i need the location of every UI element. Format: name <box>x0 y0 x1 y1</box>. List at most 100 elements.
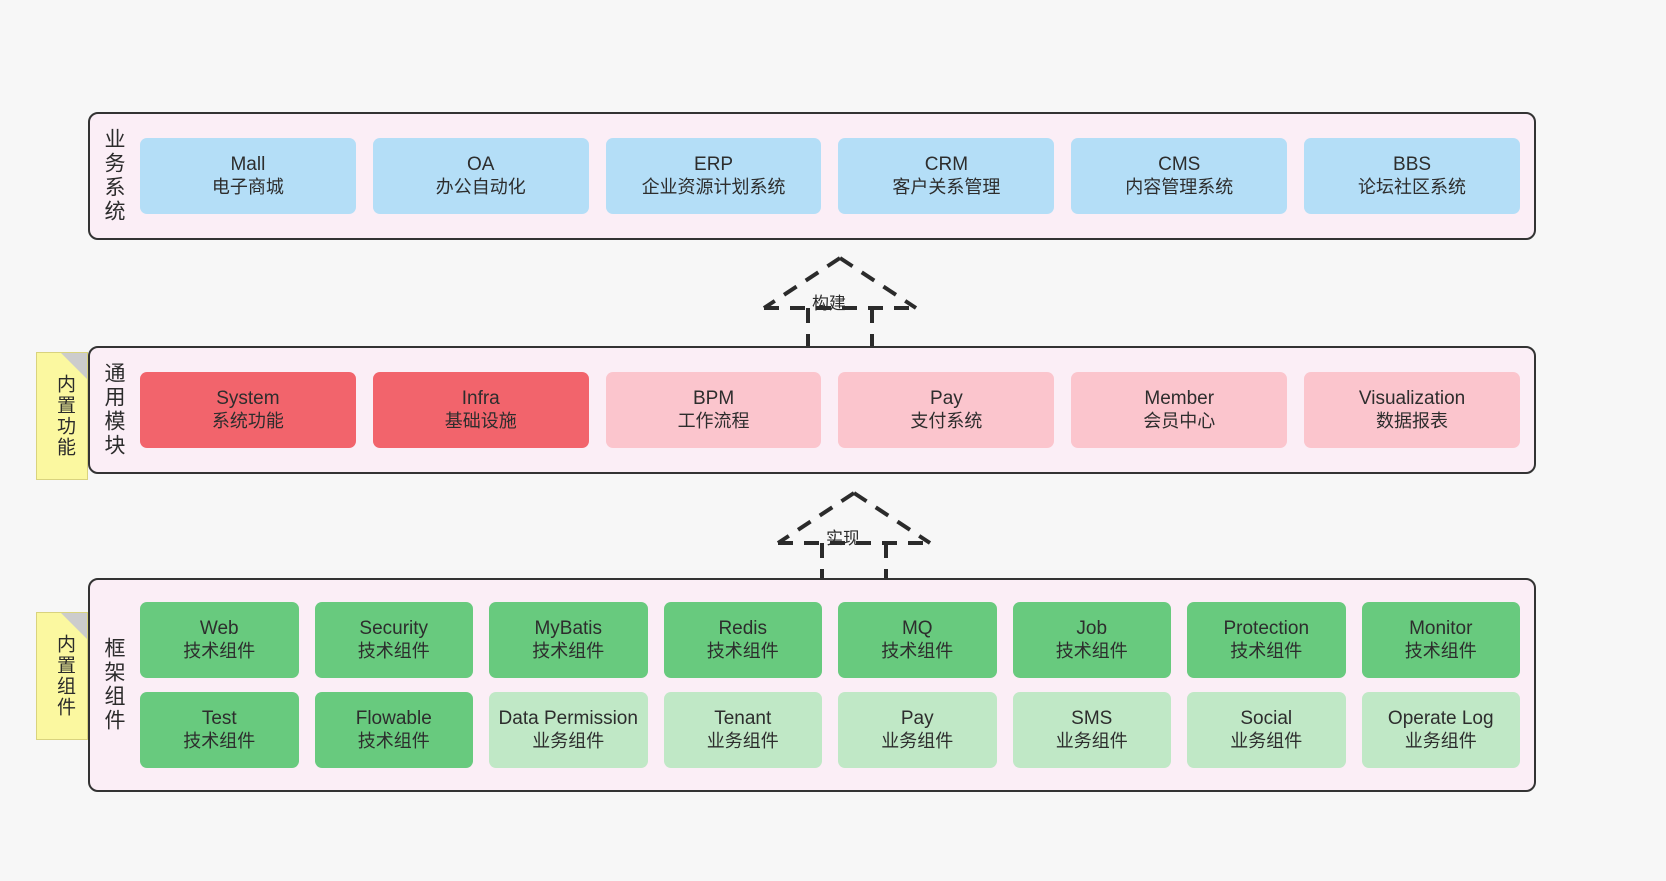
box-web[interactable]: Web 技术组件 <box>140 602 299 678</box>
box-title-en: Operate Log <box>1387 708 1494 730</box>
box-title-cn: 技术组件 <box>357 730 430 751</box>
box-protection[interactable]: Protection 技术组件 <box>1187 602 1346 678</box>
framework-business-row: Test 技术组件 Flowable 技术组件 Data Permission … <box>140 692 1520 768</box>
box-title-cn: 企业资源计划系统 <box>641 176 786 197</box>
box-title-en: Tenant <box>714 708 772 730</box>
box-mybatis[interactable]: MyBatis 技术组件 <box>489 602 648 678</box>
box-visualization[interactable]: Visualization 数据报表 <box>1304 372 1520 448</box>
box-mq[interactable]: MQ 技术组件 <box>838 602 997 678</box>
box-title-en: CMS <box>1158 154 1201 176</box>
box-title-en: Data Permission <box>498 708 638 730</box>
box-title-en: Monitor <box>1409 618 1473 640</box>
sticky-note-builtin-function: 内置功能 <box>36 352 88 480</box>
box-title-cn: 业务组件 <box>706 730 779 751</box>
box-pay-component[interactable]: Pay 业务组件 <box>838 692 997 768</box>
box-operate-log[interactable]: Operate Log 业务组件 <box>1361 692 1520 768</box>
box-member[interactable]: Member 会员中心 <box>1071 372 1288 448</box>
box-title-en: BBS <box>1393 154 1432 176</box>
box-title-en: ERP <box>694 154 734 176</box>
layer-body-framework-component: Web 技术组件 Security 技术组件 MyBatis 技术组件 Redi… <box>136 580 1534 790</box>
connector-build: 构建 <box>752 252 932 350</box>
box-title-cn: 支付系统 <box>910 410 983 431</box>
framework-tech-row: Web 技术组件 Security 技术组件 MyBatis 技术组件 Redi… <box>140 602 1520 678</box>
layer-common-module: 通用模块 System 系统功能 Infra 基础设施 BPM 工作流程 Pay… <box>88 346 1536 474</box>
box-cms[interactable]: CMS 内容管理系统 <box>1071 138 1288 214</box>
box-title-en: Redis <box>718 618 768 640</box>
box-title-en: System <box>216 388 280 410</box>
box-title-cn: 技术组件 <box>357 640 430 661</box>
box-title-cn: 业务组件 <box>881 730 954 751</box>
box-title-cn: 技术组件 <box>1404 640 1477 661</box>
folded-corner-icon <box>61 613 87 639</box>
box-system[interactable]: System 系统功能 <box>140 372 356 448</box>
layer-body-business-system: Mall 电子商城 OA 办公自动化 ERP 企业资源计划系统 CRM 客户关系… <box>136 114 1534 238</box>
box-title-cn: 业务组件 <box>532 730 605 751</box>
box-title-en: OA <box>467 154 495 176</box>
box-test[interactable]: Test 技术组件 <box>140 692 299 768</box>
sticky-note-label: 内置功能 <box>53 374 75 458</box>
box-title-cn: 系统功能 <box>211 410 284 431</box>
box-title-cn: 内容管理系统 <box>1125 176 1234 197</box>
box-title-cn: 会员中心 <box>1143 410 1216 431</box>
box-title-en: Flowable <box>355 708 432 730</box>
connector-implement: 实现 <box>766 487 946 585</box>
box-title-cn: 业务组件 <box>1404 730 1477 751</box>
box-title-en: MyBatis <box>534 618 603 640</box>
layer-business-system: 业务系统 Mall 电子商城 OA 办公自动化 ERP 企业资源计划系统 CRM… <box>88 112 1536 240</box>
box-crm[interactable]: CRM 客户关系管理 <box>838 138 1055 214</box>
layer-body-common-module: System 系统功能 Infra 基础设施 BPM 工作流程 Pay 支付系统… <box>136 348 1534 472</box>
box-title-en: Infra <box>461 388 500 410</box>
folded-corner-icon <box>61 353 87 379</box>
layer-title-common-module: 通用模块 <box>102 362 126 458</box>
box-data-permission[interactable]: Data Permission 业务组件 <box>489 692 648 768</box>
box-title-cn: 技术组件 <box>706 640 779 661</box>
box-flowable[interactable]: Flowable 技术组件 <box>314 692 473 768</box>
connector-build-label: 构建 <box>812 294 846 313</box>
box-title-cn: 论坛社区系统 <box>1358 176 1467 197</box>
box-title-en: Protection <box>1223 618 1310 640</box>
box-monitor[interactable]: Monitor 技术组件 <box>1361 602 1520 678</box>
box-title-en: Pay <box>900 708 934 730</box>
box-title-cn: 基础设施 <box>444 410 517 431</box>
connector-implement-label: 实现 <box>826 529 860 548</box>
box-pay-module[interactable]: Pay 支付系统 <box>838 372 1055 448</box>
box-title-cn: 业务组件 <box>1055 730 1128 751</box>
box-title-cn: 技术组件 <box>1055 640 1128 661</box>
box-title-cn: 技术组件 <box>183 640 256 661</box>
box-title-cn: 技术组件 <box>183 730 256 751</box>
box-title-en: Visualization <box>1358 388 1466 410</box>
box-title-en: BPM <box>692 388 735 410</box>
box-title-cn: 技术组件 <box>1230 640 1303 661</box>
box-infra[interactable]: Infra 基础设施 <box>372 372 589 448</box>
box-title-cn: 工作流程 <box>677 410 750 431</box>
box-redis[interactable]: Redis 技术组件 <box>663 602 822 678</box>
box-title-en: CRM <box>924 154 969 176</box>
box-title-en: Member <box>1144 388 1215 410</box>
box-social[interactable]: Social 业务组件 <box>1187 692 1346 768</box>
box-mall[interactable]: Mall 电子商城 <box>140 138 356 214</box>
box-job[interactable]: Job 技术组件 <box>1012 602 1171 678</box>
sticky-note-builtin-component: 内置组件 <box>36 612 88 740</box>
box-title-en: SMS <box>1071 708 1113 730</box>
box-title-en: Pay <box>930 388 963 410</box>
box-bpm[interactable]: BPM 工作流程 <box>605 372 822 448</box>
box-title-cn: 技术组件 <box>881 640 954 661</box>
layer-framework-component: 框架组件 Web 技术组件 Security 技术组件 MyBatis 技术组件… <box>88 578 1536 792</box>
layer-title-framework-component: 框架组件 <box>102 637 126 733</box>
box-title-en: Social <box>1240 708 1293 730</box>
box-sms[interactable]: SMS 业务组件 <box>1012 692 1171 768</box>
box-oa[interactable]: OA 办公自动化 <box>372 138 589 214</box>
box-security[interactable]: Security 技术组件 <box>314 602 473 678</box>
box-bbs[interactable]: BBS 论坛社区系统 <box>1304 138 1520 214</box>
box-title-cn: 业务组件 <box>1230 730 1303 751</box>
box-title-en: Job <box>1076 618 1108 640</box>
box-erp[interactable]: ERP 企业资源计划系统 <box>605 138 822 214</box>
box-title-cn: 技术组件 <box>532 640 605 661</box>
box-title-cn: 办公自动化 <box>435 176 526 197</box>
box-tenant[interactable]: Tenant 业务组件 <box>663 692 822 768</box>
box-title-cn: 客户关系管理 <box>892 176 1001 197</box>
box-title-cn: 电子商城 <box>211 176 284 197</box>
box-title-en: Mall <box>230 154 266 176</box>
box-title-en: Test <box>201 708 237 730</box>
